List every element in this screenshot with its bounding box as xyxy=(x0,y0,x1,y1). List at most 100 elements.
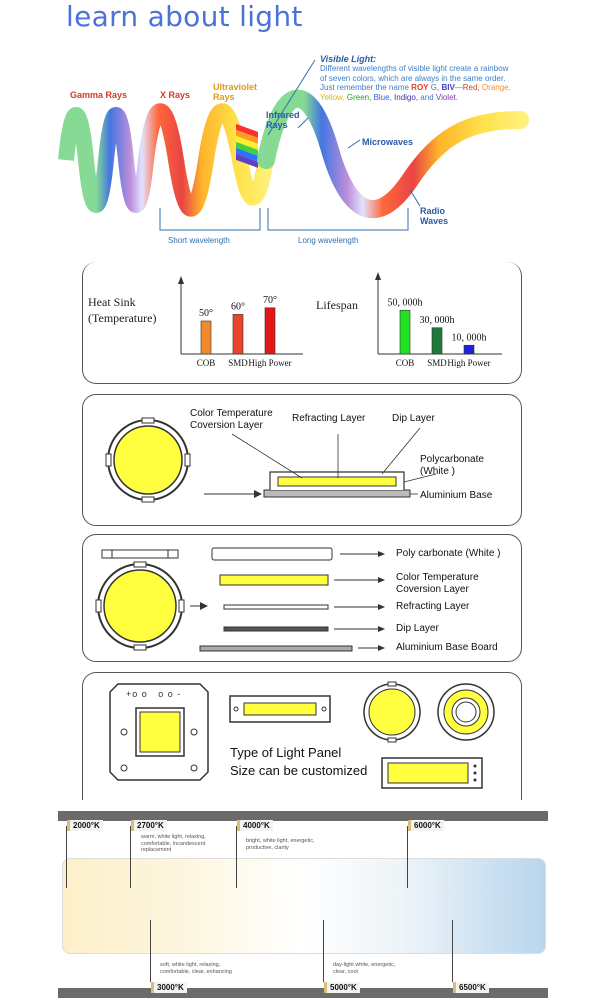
yellow-text: Yellow, xyxy=(320,92,345,102)
chart0-value-label-0: 50° xyxy=(199,308,213,319)
color-temp-layer-2-line-1: Color Temperature xyxy=(396,572,479,583)
color-temp-layer-2-line-2: Coversion Layer xyxy=(396,584,469,595)
tick-3000 xyxy=(150,920,151,982)
radio-line-2: Waves xyxy=(420,216,449,226)
dip-layer-label-1: Dip Layer xyxy=(392,413,435,424)
chart0-value-label-1: 60° xyxy=(231,301,245,312)
visible-light-desc-1: Different wavelengths of visible light c… xyxy=(320,64,509,73)
chart0-y-arrow xyxy=(178,276,184,284)
square-cob-board xyxy=(109,683,209,781)
desc-5000-line-1: day-light white, energetic, xyxy=(333,962,396,968)
ultraviolet-label: Ultraviolet Rays xyxy=(213,82,257,102)
comparison-panel xyxy=(82,262,522,384)
chart1-category-label-0: COB xyxy=(396,358,415,368)
desc-3000-line-2: comfortable, clear, enhancing xyxy=(160,968,232,975)
uv-line-2: Rays xyxy=(213,92,235,102)
chart1-bar-1 xyxy=(431,327,443,355)
polycarbonate-label-2: Poly carbonate (White ) xyxy=(396,548,501,559)
temp-strip-top xyxy=(58,811,548,821)
green-text: Green, xyxy=(346,92,372,102)
heat-sink-label-1: Heat Sink xyxy=(88,295,136,309)
color-temp-layer-1-line-1: Color Temperature xyxy=(190,408,273,419)
aluminium-base-board-label: Aluminium Base Board xyxy=(396,642,498,653)
and-text: and xyxy=(420,92,434,102)
chart0-category-label-1: SMD xyxy=(228,358,248,368)
remember-text: Just remember the name xyxy=(320,83,409,92)
layer-structure-graphic-1 xyxy=(105,417,437,503)
spectrum-wave-graphic xyxy=(58,59,529,231)
violet-text: Violet. xyxy=(435,92,458,102)
temp-label-5000: 5000°K xyxy=(324,982,360,993)
temp-label-3000: 3000°K xyxy=(151,982,187,993)
short-wavelength-label: Short wavelength xyxy=(168,236,230,245)
orange-text: Orange, xyxy=(481,83,511,92)
biv-text: BIV xyxy=(441,83,455,92)
round-cob-chip xyxy=(105,417,191,503)
chart1-value-label-1: 30, 000h xyxy=(420,315,455,326)
tick-6000 xyxy=(407,826,408,888)
chart0-bar-1 xyxy=(232,314,244,355)
x-rays-label: X Rays xyxy=(160,90,191,100)
temp-desc-4000: bright, white light, energetic, producti… xyxy=(246,838,314,851)
polycarbonate-1-line-2: (White ) xyxy=(420,466,455,477)
chart0-category-label-0: COB xyxy=(197,358,216,368)
chart0-bar-0 xyxy=(200,320,212,355)
desc-4000-line-2: productive, clarity xyxy=(246,844,289,851)
visible-light-desc-4: Yellow, Green, Blue, Indigo, and Violet. xyxy=(320,93,550,103)
chart1-value-label-2: 10, 000h xyxy=(452,332,487,343)
panel-types-line-2: Size can be customized xyxy=(230,763,368,778)
uv-line-1: Ultraviolet xyxy=(213,82,258,92)
panel-types-graphic xyxy=(109,681,495,789)
temp-desc-5000: day-light white, energetic, clear, cool xyxy=(333,962,395,975)
dip-layer-label-2: Dip Layer xyxy=(396,623,439,634)
g-text: G, xyxy=(430,83,440,92)
ir-line-1: Infrared xyxy=(266,110,300,120)
panel-types-caption: Type of Light Panel Size can be customiz… xyxy=(230,744,367,780)
radio-line-1: Radio xyxy=(420,206,446,216)
roy-text: ROY xyxy=(411,83,429,92)
gamma-rays-label: Gamma Rays xyxy=(70,90,128,100)
pcb-marks: +o o o o - xyxy=(126,689,182,699)
tick-5000 xyxy=(323,920,324,982)
polycarbonate-1-line-1: Polycarbonate xyxy=(420,454,484,465)
aluminium-base-label-1: Aluminium Base xyxy=(420,490,493,501)
visible-light-desc-3: Just remember the name ROY G, BIV—Red, O… xyxy=(320,83,550,93)
temp-strip-bottom xyxy=(58,988,548,998)
infrared-label: Infrared Rays xyxy=(266,110,300,130)
temp-label-4000: 4000°K xyxy=(237,820,273,831)
chart1-bar-2 xyxy=(463,344,475,355)
color-temp-layer-label-2: Color Temperature Coversion Layer xyxy=(396,572,479,596)
visible-rainbow-band xyxy=(236,123,258,168)
tick-4000 xyxy=(236,826,237,888)
ir-line-2: Rays xyxy=(266,120,288,130)
indigo-text: Indigo, xyxy=(394,92,419,102)
visible-light-desc-2: of seven colors, which are always in the… xyxy=(320,73,506,83)
temp-label-2700: 2700°K xyxy=(131,820,167,831)
chart1-category-label-1: SMD xyxy=(427,358,447,368)
radio-waves-label: Radio Waves xyxy=(420,206,448,226)
panel-types-line-1: Type of Light Panel xyxy=(230,745,342,760)
red-text: Red, xyxy=(462,83,480,92)
temp-label-2000: 2000°K xyxy=(67,820,103,831)
temp-label-6500: 6500°K xyxy=(453,982,489,993)
layer-structure-graphic-2 xyxy=(95,547,385,652)
color-temp-layer-label-1: Color Temperature Coversion Layer xyxy=(190,408,273,432)
heat-sink-label-2: (Temperature) xyxy=(88,311,157,325)
desc-4000-line-1: bright, white light, energetic, xyxy=(246,838,315,844)
tick-6500 xyxy=(452,920,453,982)
chart0-bar-2 xyxy=(264,307,276,355)
refracting-layer-label-2: Refracting Layer xyxy=(396,601,470,612)
desc-3000-line-1: soft, white light, relaxing, xyxy=(160,962,221,968)
chart1-value-label-0: 50, 000h xyxy=(388,297,423,308)
desc-2700-line-2: comfortable, incandescent xyxy=(141,840,206,847)
chart1-y-arrow xyxy=(375,272,381,280)
visible-light-title: Visible Light: xyxy=(320,54,377,64)
tick-2700 xyxy=(130,826,131,888)
page-title: learn about light xyxy=(66,0,303,33)
color-temp-layer-1-line-2: Coversion Layer xyxy=(190,420,263,431)
temp-gradient-bar xyxy=(62,858,546,954)
long-wavelength-label: Long wavelength xyxy=(298,236,359,245)
polycarbonate-label-1: Polycarbonate (White ) xyxy=(420,454,484,478)
desc-2700-line-1: warm, white light, relaxing, xyxy=(141,834,206,840)
